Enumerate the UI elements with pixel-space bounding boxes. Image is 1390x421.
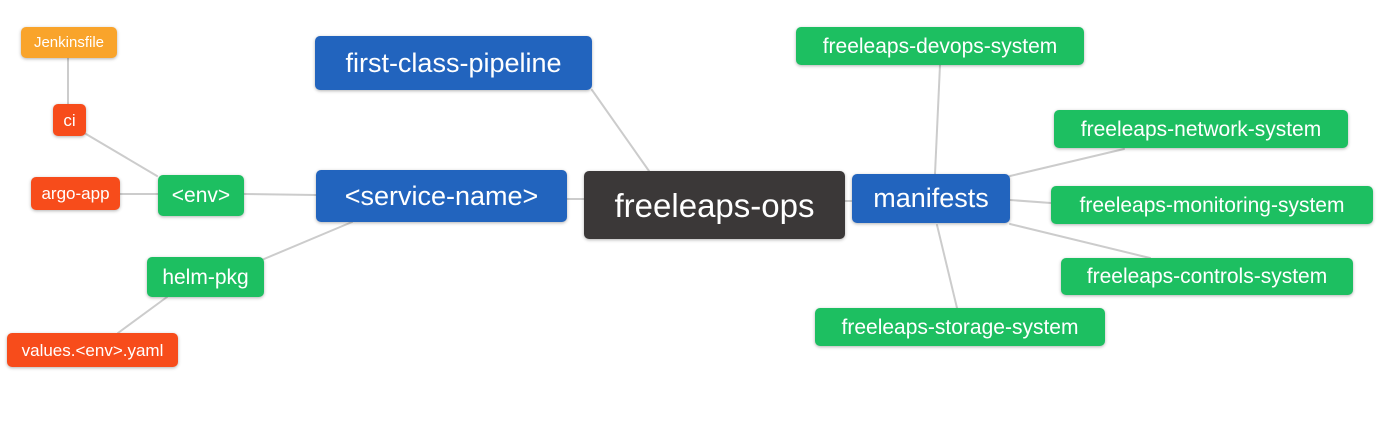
edge-helm-pkg-to-service-name — [263, 221, 353, 260]
edge-manifests-to-freeleaps-monitoring-system — [1009, 199, 1052, 204]
edge-manifests-to-freeleaps-storage-system — [936, 224, 958, 309]
node-helm-pkg[interactable]: helm-pkg — [147, 257, 264, 297]
node-jenkinsfile[interactable]: Jenkinsfile — [21, 27, 117, 58]
node-manifests[interactable]: manifests — [852, 174, 1010, 223]
node-freeleaps-devops-system[interactable]: freeleaps-devops-system — [796, 27, 1084, 65]
edge-env-to-service-name — [243, 193, 317, 196]
edge-ci-to-env — [85, 133, 158, 177]
node-values-env-yaml[interactable]: values.<env>.yaml — [7, 333, 178, 367]
edge-values-env-yaml-to-helm-pkg — [117, 296, 168, 334]
node-freeleaps-storage-system[interactable]: freeleaps-storage-system — [815, 308, 1105, 346]
node-argo-app[interactable]: argo-app — [31, 177, 120, 210]
edge-manifests-to-freeleaps-controls-system — [1009, 223, 1151, 259]
node-freeleaps-network-system[interactable]: freeleaps-network-system — [1054, 110, 1348, 148]
node-freeleaps-monitoring-system[interactable]: freeleaps-monitoring-system — [1051, 186, 1373, 224]
node-first-class-pipeline[interactable]: first-class-pipeline — [315, 36, 592, 90]
edge-manifests-to-freeleaps-devops-system — [934, 64, 941, 175]
node-env[interactable]: <env> — [158, 175, 244, 216]
node-ci[interactable]: ci — [53, 104, 86, 136]
node-freeleaps-ops[interactable]: freeleaps-ops — [584, 171, 845, 239]
node-service-name[interactable]: <service-name> — [316, 170, 567, 222]
node-freeleaps-controls-system[interactable]: freeleaps-controls-system — [1061, 258, 1353, 295]
edge-manifests-to-freeleaps-network-system — [1009, 148, 1125, 177]
edge-first-class-pipeline-to-freeleaps-ops — [591, 89, 650, 172]
